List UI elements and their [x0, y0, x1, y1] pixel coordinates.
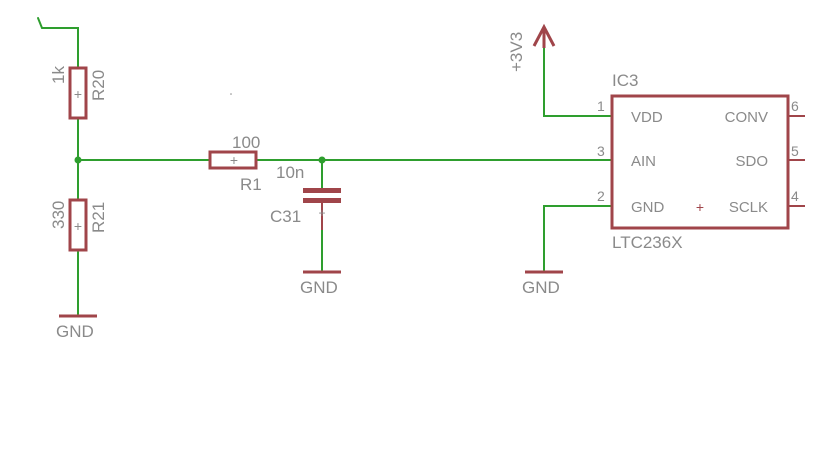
- ic3: IC3 LTC236X VDD AIN GND CONV SDO SCLK + …: [597, 71, 805, 252]
- r1-value: 100: [232, 133, 260, 152]
- pin-number-1: 1: [597, 98, 605, 114]
- pin-number-5: 5: [791, 143, 799, 159]
- pin-number-6: 6: [791, 98, 799, 114]
- pin-label-vdd: VDD: [631, 109, 663, 126]
- r21-name: R21: [89, 202, 108, 233]
- pin-label-ain: AIN: [631, 153, 656, 170]
- plus-mark: +: [696, 199, 704, 215]
- wires: [37, 17, 613, 315]
- ic3-part: LTC236X: [612, 233, 683, 252]
- wire-vdd: [543, 29, 613, 117]
- pin-label-gnd: GND: [631, 199, 665, 216]
- r20-value: 1k: [49, 66, 68, 84]
- gnd-symbol-r21: GND: [56, 314, 97, 341]
- capacitor-c31: + 10n C31: [270, 163, 341, 230]
- r20-name: R20: [89, 70, 108, 101]
- gnd-label: GND: [300, 278, 338, 297]
- r1-name: R1: [240, 175, 262, 194]
- pin-number-2: 2: [597, 188, 605, 204]
- supply-arrow-3v3: +3V3: [507, 23, 556, 72]
- junction-node-cap: [318, 156, 326, 164]
- r21-value: 330: [49, 201, 68, 229]
- pin-number-4: 4: [791, 188, 799, 204]
- gnd-label: GND: [56, 322, 94, 341]
- wire-ic-gnd: [543, 205, 613, 271]
- plus-mark: +: [74, 218, 82, 234]
- wire-top-input: [37, 17, 79, 69]
- resistor-r20: + 1k R20: [49, 66, 108, 120]
- gnd-label: GND: [522, 278, 560, 297]
- stray-dot: [230, 93, 232, 95]
- c31-name: C31: [270, 207, 301, 226]
- pin-label-sdo: SDO: [735, 153, 768, 170]
- gnd-symbol-ic: GND: [522, 270, 563, 297]
- junction-node-left: [74, 156, 82, 164]
- pin-label-conv: CONV: [725, 109, 768, 126]
- pin-number-3: 3: [597, 143, 605, 159]
- plus-mark: +: [318, 206, 325, 220]
- resistor-r21: + 330 R21: [49, 198, 108, 252]
- resistor-r1: + 100 R1: [208, 133, 262, 194]
- plus-mark: +: [74, 86, 82, 102]
- c31-value: 10n: [276, 163, 304, 182]
- plus-mark: +: [230, 152, 238, 168]
- ic3-name: IC3: [612, 71, 638, 90]
- gnd-symbol-cap: GND: [300, 270, 341, 297]
- pin-label-sclk: SCLK: [729, 199, 768, 216]
- supply-label: +3V3: [507, 32, 526, 72]
